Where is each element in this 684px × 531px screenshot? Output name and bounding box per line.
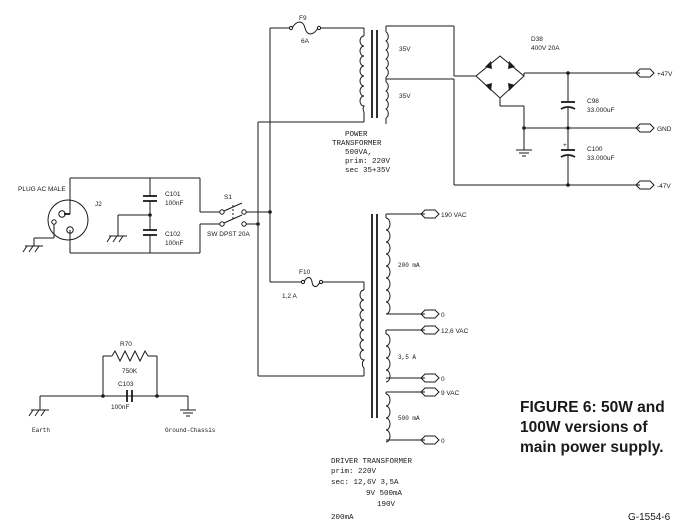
f10-value: 1,2 A [282, 293, 297, 300]
power-transformer-spec: POWER TRANSFORMER 500VA, prim: 220V sec … [332, 131, 391, 175]
out-gnd-label: GND [657, 126, 672, 133]
tap-500ma: 500 mA [398, 415, 420, 422]
tap-3-5a: 3,5 A [398, 354, 416, 361]
earth-symbol-plug [22, 245, 43, 253]
c98-label: C98 [587, 98, 599, 105]
caption-line: main power supply. [520, 439, 664, 456]
c102-value: 100nF [165, 240, 183, 247]
tap-0-c: 0 [441, 438, 445, 445]
c101-value: 100nF [165, 200, 183, 207]
sec2-voltage: 35V [399, 93, 411, 100]
capacitor-c102 [143, 229, 157, 236]
out-pos-label: +47V [657, 71, 673, 78]
pt-spec-line: 500VA, [345, 149, 372, 157]
bridge-rectifier-d38 [453, 26, 525, 185]
figure-caption: FIGURE 6: 50W and 100W versions of main … [520, 398, 684, 458]
out-neg-label: -47V [657, 183, 671, 190]
fuse-f9 [288, 21, 322, 35]
capacitor-c98 [560, 101, 576, 110]
c101-label: C101 [165, 191, 181, 198]
c100-value: 33.000uF [587, 155, 614, 162]
output-rails [454, 71, 640, 187]
earth-label: Earth [32, 427, 50, 434]
ground-chassis-label: Ground-Chassis [165, 427, 216, 434]
power-transformer [359, 25, 454, 124]
r70-label: R70 [120, 341, 132, 348]
mains-distribution-wires [256, 27, 365, 377]
output-connector-gnd [635, 123, 655, 133]
pt-spec-line: POWER [345, 131, 368, 139]
switch-s1 [219, 202, 270, 227]
input-bus-wires [69, 177, 220, 254]
caption-line: 100W versions of [520, 419, 648, 436]
capacitor-c101 [143, 195, 157, 202]
capacitor-c100: + [560, 142, 576, 158]
tap-9vac: 9 VAC [441, 390, 460, 397]
f9-value: 6A [301, 38, 310, 45]
driver-transformer-spec: DRIVER TRANSFORMER prim: 220V sec: 12,6V… [331, 458, 413, 522]
j2-label: J2 [95, 201, 102, 208]
tap-12-6vac: 12,6 VAC [441, 328, 469, 335]
dt-spec-line: 9V 500mA [366, 490, 403, 498]
pt-spec-line: prim: 220V [345, 158, 391, 166]
tap-0-b: 0 [441, 376, 445, 383]
dt-spec-line: 190V [377, 501, 396, 509]
d38-label: D38 [531, 36, 543, 43]
earth-symbol-left [28, 409, 49, 417]
dt-spec-line: DRIVER TRANSFORMER [331, 458, 413, 466]
plug-label: PLUG AC MALE [18, 186, 66, 193]
earth-symbol-filter [106, 235, 127, 243]
r70-value: 750K [122, 368, 138, 375]
dt-spec-line: sec: 12,6V 3,5A [331, 479, 399, 487]
d38-value: 400V 20A [531, 45, 560, 52]
chassis-ground-symbol [180, 409, 196, 417]
tap-0-a: 0 [441, 312, 445, 319]
s1-description: SW DPST 20A [207, 231, 251, 238]
fuse-f10 [300, 277, 324, 287]
c98-value: 33.000uF [587, 107, 614, 114]
sec1-voltage: 35V [399, 46, 411, 53]
f9-label: F9 [299, 15, 307, 22]
ac-plug-j2 [33, 199, 89, 246]
output-connector-pos [635, 68, 655, 78]
dt-spec-line: prim: 220V [331, 468, 377, 476]
c103-label: C103 [118, 381, 134, 388]
c102-label: C102 [165, 231, 181, 238]
ground-symbol-rail [516, 149, 532, 157]
c103-value: 100nF [111, 404, 129, 411]
f10-label: F10 [299, 269, 311, 276]
pt-spec-line: TRANSFORMER [332, 140, 382, 148]
caption-line: FIGURE 6: 50W and [520, 399, 665, 416]
earth-chassis-link [39, 349, 189, 410]
output-connector-neg [635, 180, 655, 190]
driver-transformer [359, 213, 425, 443]
figure-code: G-1554-6 [628, 512, 671, 523]
s1-label: S1 [224, 194, 232, 201]
tap-200ma: 200 mA [398, 262, 420, 269]
driver-output-connectors [420, 209, 440, 445]
svg-text:+: + [563, 142, 567, 149]
c100-label: C100 [587, 146, 603, 153]
tap-190vac: 190 VAC [441, 212, 467, 219]
dt-spec-line: 200mA [331, 514, 354, 522]
pt-spec-line: sec 35+35V [345, 167, 391, 175]
